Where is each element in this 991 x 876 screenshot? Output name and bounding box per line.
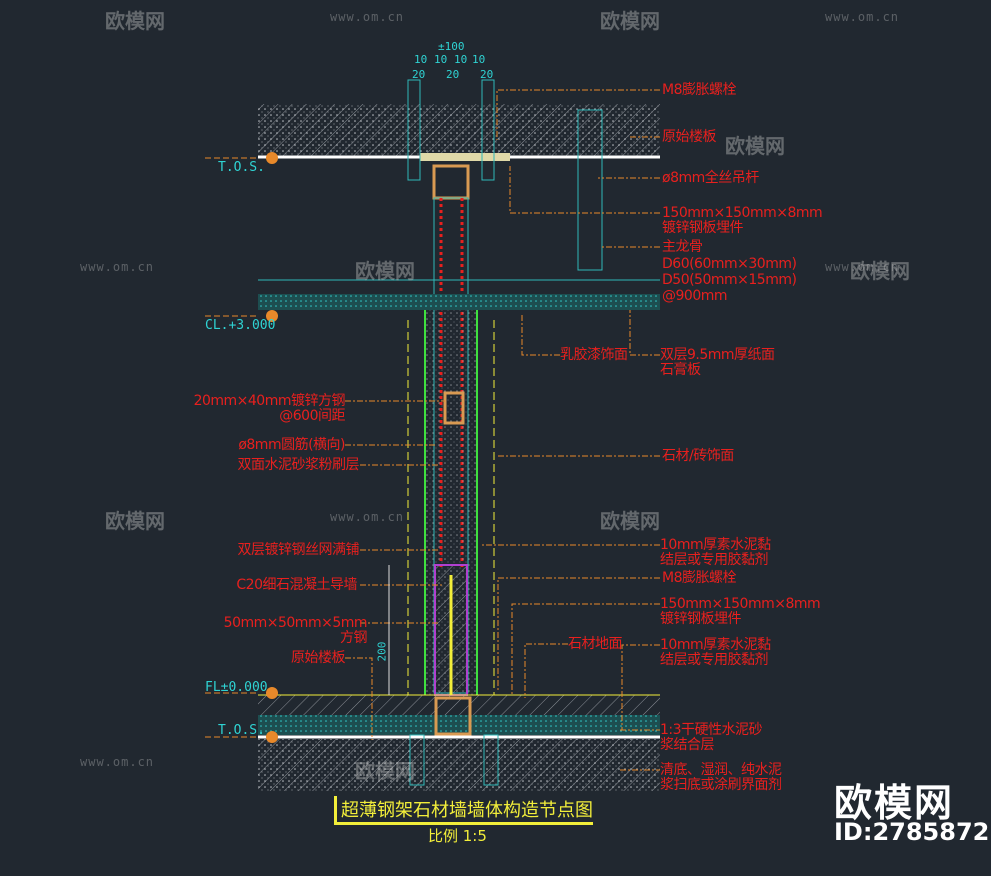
label-line: 150mm×150mm×8mm	[660, 596, 821, 612]
label-line: 清底、湿润、纯水泥	[660, 762, 782, 778]
drawing-title: 超薄钢架石材墙墙体构造节点图	[334, 796, 593, 825]
level-ceiling: CL.+3.000	[205, 318, 276, 333]
watermark-site: www.om.cn	[80, 755, 155, 769]
label-line: 原始楼板	[662, 129, 717, 145]
watermark-site: www.om.cn	[330, 510, 405, 524]
label-line: 浆结合层	[660, 737, 715, 753]
label-line: C20细石混凝土导墙	[236, 577, 357, 593]
label-line: 镀锌钢板埋件	[660, 611, 742, 627]
label-line: 结层或专用胶黏剂	[660, 652, 768, 668]
label-cement-bond: 10mm厚素水泥黏结层或专用胶黏剂	[660, 538, 771, 568]
label-latex-paint: 乳胶漆饰面	[560, 348, 628, 363]
label-original-slab: 原始楼板	[662, 129, 717, 145]
brand-id: ID:2785872	[834, 818, 990, 846]
label-round-bar: ø8mm圆筋(横向)	[238, 438, 345, 453]
steel-tube-bottom	[434, 696, 472, 736]
brand-logo: 欧模网	[834, 781, 955, 825]
dimension-20: 20	[446, 68, 460, 81]
label-line: M8膨胀螺栓	[662, 570, 737, 586]
dimension-vertical: 200	[375, 641, 389, 662]
label-stone-floor: 石材地面	[568, 636, 623, 652]
steel-tube-top	[432, 164, 470, 200]
label-line: 双层9.5mm厚纸面	[660, 347, 775, 363]
level-floor: FL±0.000	[205, 680, 268, 695]
watermark-logo: 欧模网	[600, 9, 660, 33]
label-gypsum-board: 双层9.5mm厚纸面石膏板	[660, 348, 775, 378]
label-line: 20mm×40mm镀锌方钢	[193, 393, 346, 409]
label-line: @900mm	[662, 288, 728, 304]
dimension-10: 10	[454, 53, 468, 66]
label-m8-bolt: M8膨胀螺栓	[662, 82, 737, 98]
label-d60: D60(60mm×30mm)	[662, 256, 797, 272]
watermark-site: www.om.cn	[825, 260, 900, 274]
label-line: 主龙骨	[662, 239, 703, 255]
label-line: 双层镀锌钢丝网满铺	[237, 542, 360, 558]
label-m8-bolt-lower: M8膨胀螺栓	[662, 570, 737, 586]
label-mortar-layer: 1:3干硬性水泥砂浆结合层	[660, 722, 763, 753]
dimension-20: 20	[412, 68, 426, 81]
label-line: D50(50mm×15mm)	[662, 272, 797, 288]
watermark-logo: 欧模网	[355, 259, 415, 283]
watermark-site: www.om.cn	[330, 10, 405, 24]
label-main-keel: 主龙骨	[662, 240, 703, 255]
label-line: 石材/砖饰面	[662, 448, 734, 464]
watermark-logo: 欧模网	[600, 509, 660, 533]
watermark-logo: 欧模网	[725, 134, 785, 158]
label-stone-finish: 石材/砖饰面	[662, 449, 734, 464]
watermark-site: www.om.cn	[80, 260, 155, 274]
label-line: @600间距	[279, 408, 345, 424]
label-guide-wall: C20细石混凝土导墙	[236, 578, 357, 593]
label-line: M8膨胀螺栓	[662, 82, 737, 98]
label-cement-bond-lower: 10mm厚素水泥黏结层或专用胶黏剂	[660, 638, 771, 668]
watermark-logo: 欧模网	[355, 759, 415, 783]
label-line: 150mm×150mm×8mm	[662, 205, 823, 221]
label-wire-mesh: 双层镀锌钢丝网满铺	[238, 543, 360, 558]
label-line: D60(60mm×30mm)	[662, 256, 797, 272]
label-d50: D50(50mm×15mm)	[662, 272, 797, 288]
watermark-logo: 欧模网	[105, 509, 165, 533]
watermark-logo: 欧模网	[105, 9, 165, 33]
dimension-total: ±100	[438, 40, 465, 53]
label-line: 浆扫底或涂刷界面剂	[660, 777, 782, 793]
label-line: 石膏板	[660, 362, 701, 378]
label-line: 1:3干硬性水泥砂	[660, 722, 763, 738]
label-square-steel: 20mm×40mm镀锌方钢@600间距	[193, 393, 346, 424]
dimension-10: 10	[472, 53, 486, 66]
dimension-10: 10	[434, 53, 448, 66]
label-line: 石材地面	[568, 636, 623, 652]
watermark-site: www.om.cn	[825, 10, 900, 24]
label-spacing: @900mm	[662, 288, 728, 304]
label-line: ø8mm全丝吊杆	[662, 170, 759, 186]
label-line: 双面水泥砂浆粉刷层	[237, 457, 360, 473]
level-tos-top: T.O.S.	[218, 160, 265, 175]
ceiling-board	[258, 294, 660, 310]
level-tos-bottom: T.O.S.	[218, 723, 265, 738]
label-original-slab-lower: 原始楼板	[291, 650, 346, 666]
label-line: 乳胶漆饰面	[560, 347, 628, 363]
label-line: 50mm×50mm×5mm	[223, 615, 368, 631]
watermark-logo: 欧模网	[850, 259, 910, 283]
floor-finish	[258, 695, 660, 715]
label-line: 10mm厚素水泥黏	[660, 537, 771, 553]
label-hanger-rod: ø8mm全丝吊杆	[662, 171, 759, 186]
drawing-scale: 比例 1:5	[428, 827, 487, 845]
steel-tube-mid	[443, 391, 465, 425]
label-line: 镀锌钢板埋件	[662, 220, 744, 236]
label-line: ø8mm圆筋(横向)	[238, 437, 345, 453]
label-line: 原始楼板	[291, 650, 346, 666]
dimension-10: 10	[414, 53, 428, 66]
label-plaster-layer: 双面水泥砂浆粉刷层	[238, 458, 360, 473]
label-line: 方钢	[340, 630, 368, 646]
label-interface-agent: 清底、湿润、纯水泥浆扫底或涂刷界面剂	[660, 763, 782, 793]
dimension-20: 20	[480, 68, 494, 81]
label-line: 10mm厚素水泥黏	[660, 637, 771, 653]
label-line: 结层或专用胶黏剂	[660, 552, 768, 568]
